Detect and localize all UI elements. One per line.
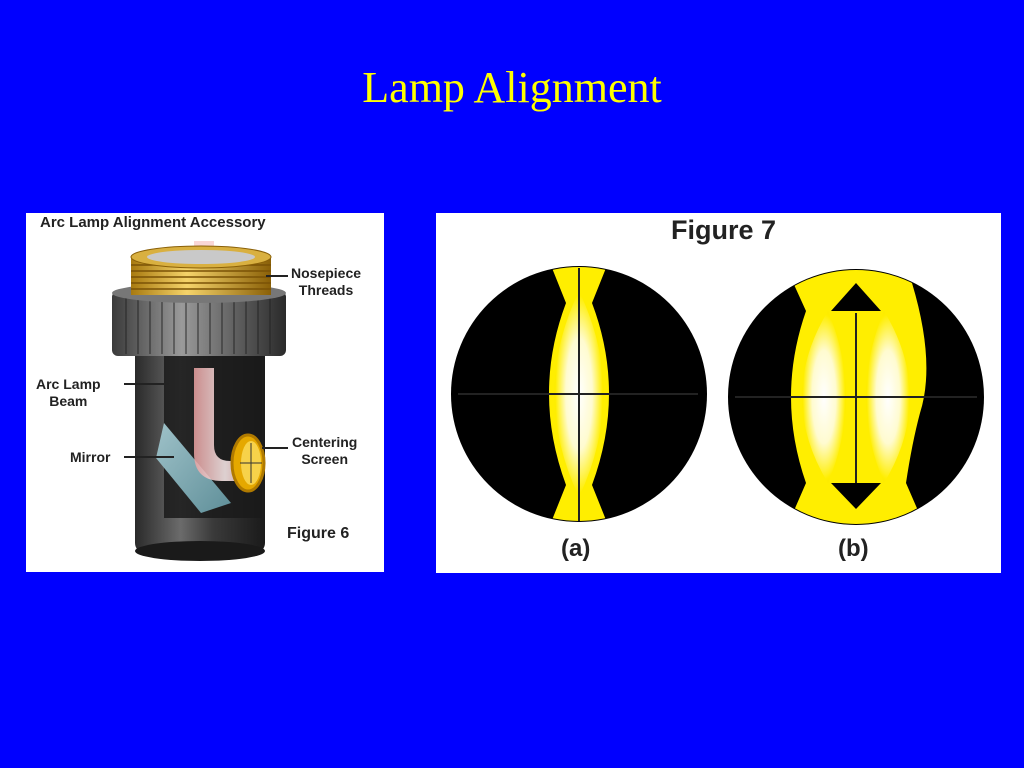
nosepiece-threads-label: Nosepiece Threads	[291, 265, 361, 299]
nosepiece-label-line1: Nosepiece	[291, 265, 362, 281]
beam-label-line1: Arc Lamp	[36, 376, 101, 392]
beam-label-line2: Beam	[49, 393, 88, 409]
figure-6-panel: Arc Lamp Alignment Accessory Nosepiece T…	[26, 213, 384, 572]
diagram-a-misaligned	[451, 266, 707, 522]
centering-label-line1: Centering	[292, 434, 358, 450]
centering-label-line2: Screen	[301, 451, 349, 467]
arc-lamp-beam	[194, 368, 256, 481]
figure-6-caption: Figure 6	[287, 525, 350, 542]
figure-7-panel: Figure 7 (a) (b)	[436, 213, 1001, 573]
figure-7-title: Figure 7	[670, 215, 777, 245]
filament-alignment-diagrams	[451, 266, 984, 525]
arc-lamp-beam-label: Arc Lamp Beam	[36, 376, 101, 410]
panel-a-label: (a)	[561, 535, 591, 562]
mirror-label: Mirror	[70, 449, 111, 465]
slide-title: Lamp Alignment	[362, 63, 662, 112]
mirror	[156, 423, 231, 513]
diagram-b-aligned	[728, 269, 984, 525]
panel-b-label: (b)	[838, 535, 869, 562]
figure-6-title: Arc Lamp Alignment Accessory	[40, 214, 266, 231]
leader-lines	[124, 275, 288, 458]
arc-lamp-accessory-illustration	[112, 241, 288, 561]
knurled-collar	[112, 291, 286, 356]
nosepiece-label-line2: Threads	[298, 282, 354, 298]
centering-screen-label: Centering Screen	[292, 434, 357, 468]
